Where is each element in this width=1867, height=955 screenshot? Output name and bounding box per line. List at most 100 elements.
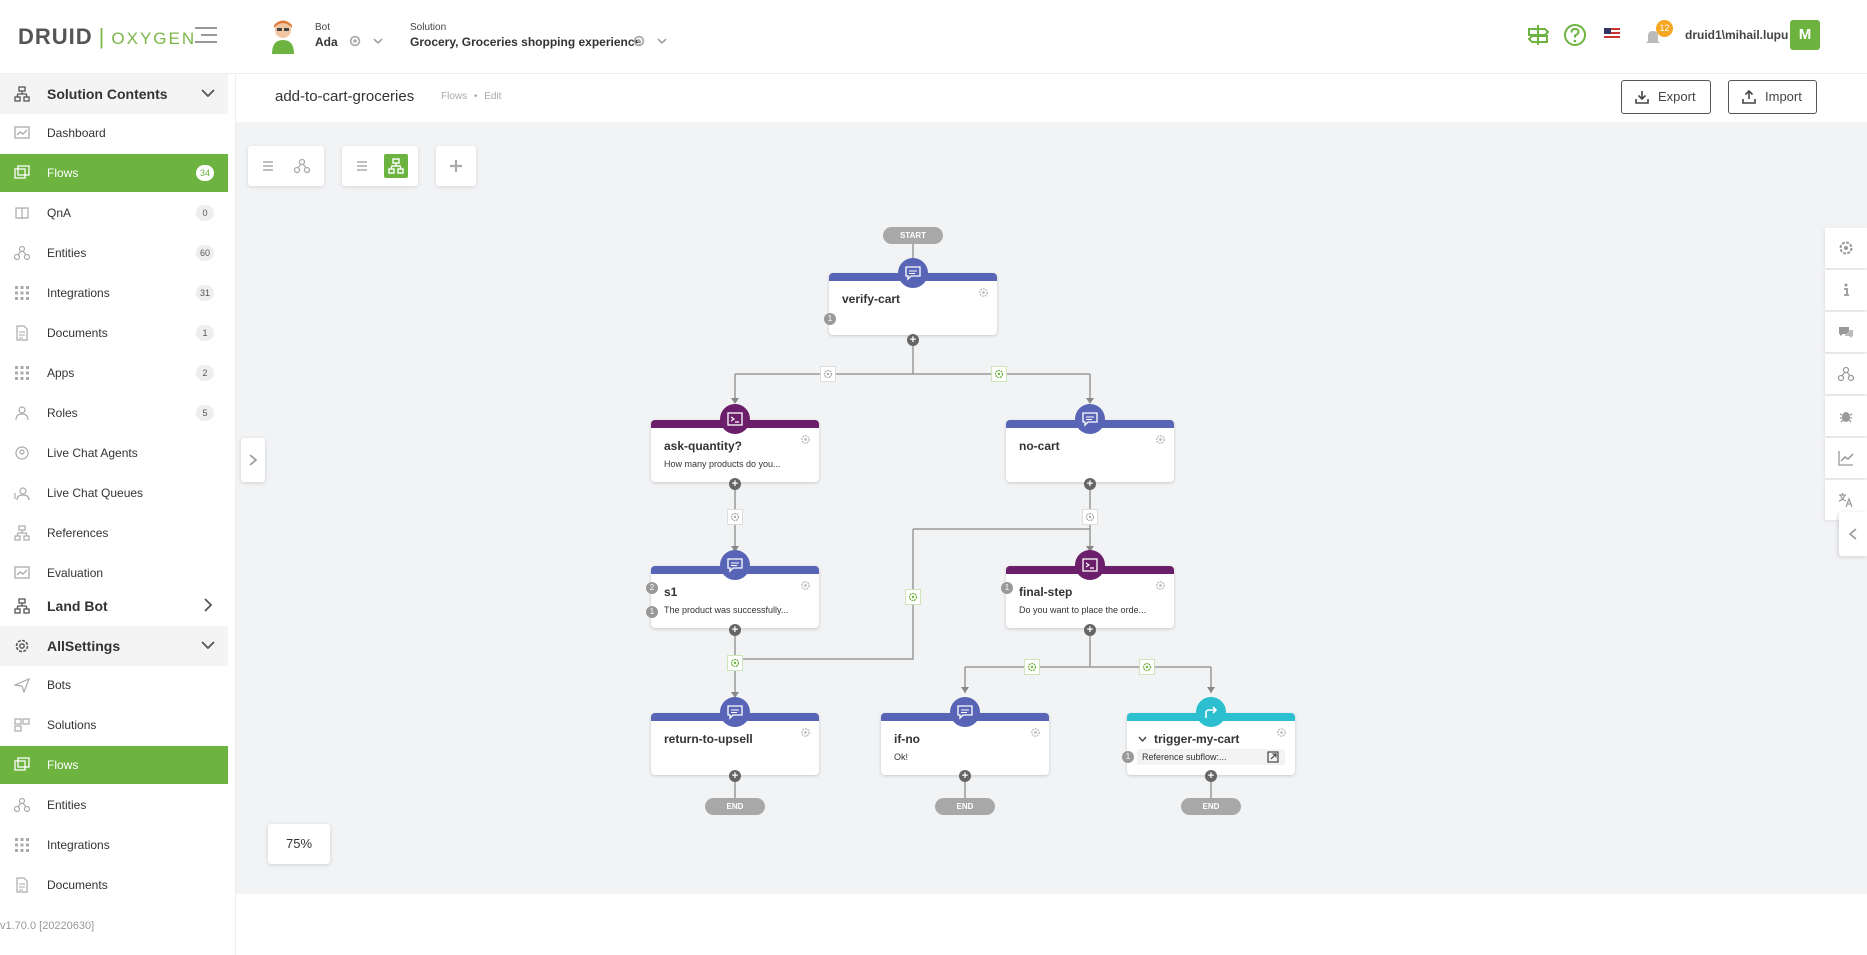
message-node-icon [898,258,928,288]
sidebar-item-settings-entities[interactable]: Entities [0,786,228,824]
rail-chat-button[interactable] [1825,312,1867,352]
message-node-icon [720,697,750,727]
evaluation-icon [14,566,30,579]
sidebar-item-count: 31 [195,285,214,301]
sidebar-item-count: 60 [195,245,214,261]
rail-debug-button[interactable] [1825,396,1867,436]
sidebar-item-qna[interactable]: QnA 0 [0,194,228,232]
bot-avatar[interactable] [268,18,298,54]
node-settings-gear-icon[interactable] [1030,727,1041,738]
node-count-badge: 1 [646,606,658,618]
solution-name[interactable]: Grocery, Groceries shopping experience [410,35,642,49]
edge-gear-icon[interactable] [905,589,921,605]
sidebar-section-all-settings[interactable]: AllSettings [0,626,228,666]
help-icon[interactable] [1562,22,1588,48]
chevron-down-icon[interactable] [1138,736,1147,742]
import-button[interactable]: Import [1728,80,1817,114]
add-branch-button[interactable]: + [729,624,741,636]
notifications-badge[interactable]: 12 [1656,20,1673,37]
app-version: v1.70.0 [20220630] [0,920,95,932]
edge-gear-icon[interactable] [727,655,743,671]
rail-settings-button[interactable] [1825,228,1867,268]
list-view-icon[interactable] [256,154,280,178]
external-link-icon[interactable] [1267,751,1279,763]
signpost-icon[interactable] [1525,22,1551,48]
bell-icon[interactable] [1644,28,1662,46]
node-settings-gear-icon[interactable] [1155,434,1166,445]
collapse-right-panel-button[interactable] [1839,512,1867,556]
hamburger-menu-icon[interactable] [195,27,217,45]
sidebar-item-live-chat-agents[interactable]: Live Chat Agents [0,434,228,472]
sidebar-item-entities[interactable]: Entities 60 [0,234,228,272]
rail-entities-button[interactable] [1825,354,1867,394]
sidebar-item-bots[interactable]: Bots [0,666,228,704]
sidebar-item-settings-flows[interactable]: Flows [0,746,228,784]
edge-gear-icon[interactable] [991,366,1007,382]
qna-icon [15,207,29,220]
entities-icon [14,245,30,261]
edge-gear-icon[interactable] [820,366,836,382]
expand-left-panel-button[interactable] [241,438,265,482]
node-settings-gear-icon[interactable] [978,287,989,298]
node-settings-gear-icon[interactable] [1276,727,1287,738]
user-name[interactable]: druid1\mihail.lupu [1685,28,1789,42]
add-branch-button[interactable]: + [1084,624,1096,636]
add-branch-button[interactable]: + [729,770,741,782]
flow-node-trigger-my-cart[interactable]: trigger-my-cart Reference subflow:... [1127,713,1295,775]
chevron-down-icon [201,89,215,98]
breadcrumb-flows[interactable]: Flows [441,91,468,102]
sidebar-section-solution-contents[interactable]: Solution Contents [0,74,228,114]
sidebar-item-settings-integrations[interactable]: Integrations [0,826,228,864]
add-icon[interactable] [444,154,468,178]
sidebar-item-references[interactable]: References [0,514,228,552]
sidebar-item-apps[interactable]: Apps 2 [0,354,228,392]
references-icon [14,525,30,541]
sidebar-item-flows[interactable]: Flows 34 [0,154,228,192]
sidebar-item-live-chat-queues[interactable]: Live Chat Queues [0,474,228,512]
chevron-right-icon [204,598,213,612]
flows-icon [14,165,30,179]
rail-analytics-button[interactable] [1825,438,1867,478]
sidebar-item-dashboard[interactable]: Dashboard [0,114,228,152]
diagram-view-icon[interactable] [384,154,408,178]
node-settings-gear-icon[interactable] [800,580,811,591]
rail-info-button[interactable] [1825,270,1867,310]
node-settings-gear-icon[interactable] [1155,580,1166,591]
right-tool-rail [1825,228,1867,522]
edge-gear-icon[interactable] [1024,659,1040,675]
solution-settings-gear-icon[interactable] [632,34,646,48]
add-branch-button[interactable]: + [907,334,919,346]
edge-gear-icon[interactable] [727,509,743,525]
node-settings-gear-icon[interactable] [800,434,811,445]
zoom-level[interactable]: 75% [268,824,330,864]
sidebar-item-settings-documents[interactable]: Documents [0,866,228,904]
node-subtitle: How many products do you... [664,459,781,469]
sidebar-item-documents[interactable]: Documents 1 [0,314,228,352]
sidebar-item-evaluation[interactable]: Evaluation [0,554,228,592]
add-branch-button[interactable]: + [1084,478,1096,490]
page-header: add-to-cart-groceries Flows • Edit Expor… [236,74,1867,122]
integrations-icon [15,286,29,300]
sidebar-section-land-bot[interactable]: Land Bot [0,586,228,626]
bot-settings-gear-icon[interactable] [348,34,362,48]
user-avatar[interactable]: M [1790,20,1820,50]
edge-gear-icon[interactable] [1082,509,1098,525]
add-branch-button[interactable]: + [729,478,741,490]
entities-view-icon[interactable] [290,154,314,178]
message-node-icon [720,550,750,580]
solution-chevron-down-icon[interactable] [657,36,667,46]
add-branch-button[interactable]: + [959,770,971,782]
edge-gear-icon[interactable] [1139,659,1155,675]
bot-chevron-down-icon[interactable] [373,36,383,46]
reference-subflow-box[interactable]: Reference subflow:... [1137,749,1285,765]
add-branch-button[interactable]: + [1205,770,1217,782]
bot-name[interactable]: Ada [315,35,338,49]
node-settings-gear-icon[interactable] [800,727,811,738]
sidebar-item-integrations[interactable]: Integrations 31 [0,274,228,312]
druid-logo[interactable]: DRUID|OXYGEN [18,24,196,50]
export-button[interactable]: Export [1621,80,1711,114]
sidebar-item-roles[interactable]: Roles 5 [0,394,228,432]
list-view-icon[interactable] [350,154,374,178]
us-flag-icon[interactable] [1604,28,1620,40]
sidebar-item-solutions[interactable]: Solutions [0,706,228,744]
